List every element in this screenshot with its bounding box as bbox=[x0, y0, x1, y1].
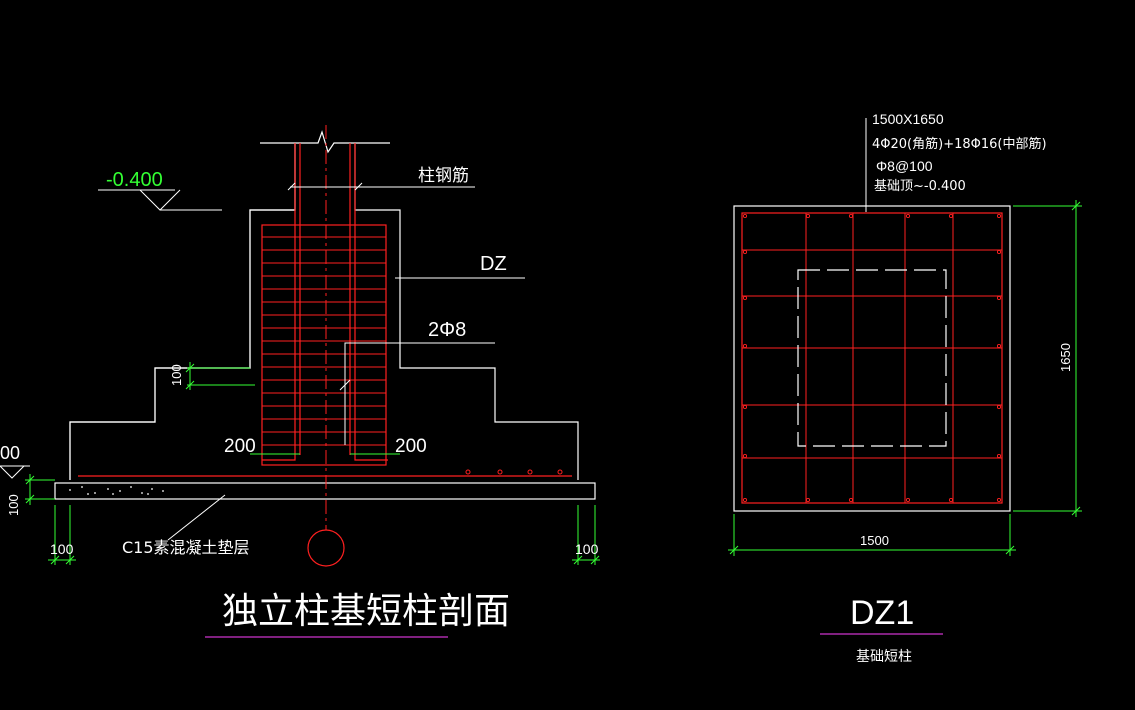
column-break-line bbox=[260, 130, 390, 154]
rebar-section-dots bbox=[465, 469, 563, 475]
plan-title: DZ1 bbox=[850, 594, 914, 632]
plan-view: 1500X1650 4Φ20(角筋)+18Φ16(中部筋) Φ8@100 基础顶… bbox=[728, 111, 1082, 665]
footing-outline bbox=[69, 143, 296, 480]
dim-100-pad: 100 bbox=[6, 494, 21, 516]
section-view: -0.400 00 柱钢筋 DZ 2Φ8 200 200 C15素混凝土垫层 bbox=[0, 125, 600, 638]
plan-rebar-grid bbox=[742, 213, 1002, 503]
plan-rebar-frame bbox=[741, 212, 1003, 504]
axis-bubble bbox=[307, 529, 345, 567]
plan-column-dashed bbox=[797, 269, 947, 447]
column-rebar-label: 柱钢筋 bbox=[418, 166, 469, 186]
dim-200-left: 200 bbox=[224, 436, 256, 457]
leader-lines bbox=[167, 186, 525, 541]
stirrup-cage bbox=[261, 224, 387, 466]
elevation-label: -0.400 bbox=[106, 169, 163, 191]
plan-dim-height: 1650 bbox=[1058, 343, 1073, 372]
elevation-symbol bbox=[98, 189, 222, 211]
plan-dimension-lines bbox=[728, 200, 1082, 556]
note-main-rebar: 4Φ20(角筋)+18Φ16(中部筋) bbox=[872, 136, 1047, 152]
column-rebar-verticals bbox=[262, 143, 388, 461]
dim-200-right: 200 bbox=[395, 436, 427, 457]
elevation-label-left: 00 bbox=[0, 443, 20, 463]
stirrup-label: 2Φ8 bbox=[428, 319, 466, 341]
pad-label: C15素混凝土垫层 bbox=[122, 538, 250, 557]
note-size: 1500X1650 bbox=[872, 111, 944, 127]
plan-outline bbox=[733, 205, 1011, 512]
dim-100-bottom-right: 100 bbox=[575, 541, 599, 557]
pad-hatch-dots bbox=[69, 486, 164, 495]
green-dimension-lines bbox=[25, 362, 600, 565]
elevation-symbol-left bbox=[0, 465, 30, 479]
plan-dim-width: 1500 bbox=[860, 533, 889, 548]
leader-ticks bbox=[287, 182, 363, 391]
dim-100-step: 100 bbox=[169, 364, 184, 386]
note-top-elevation: 基础顶~-0.400 bbox=[874, 179, 966, 194]
c15-cushion-pad bbox=[54, 482, 596, 500]
plan-subtitle: 基础短柱 bbox=[856, 648, 912, 665]
dim-100-bottom-left: 100 bbox=[50, 541, 74, 557]
section-title: 独立柱基短柱剖面 bbox=[222, 591, 510, 632]
plan-rebar-dots bbox=[742, 213, 1002, 503]
note-stirrup: Φ8@100 bbox=[876, 158, 933, 174]
dz-label: DZ bbox=[480, 253, 507, 275]
stirrup-lines bbox=[262, 236, 386, 446]
footing-outline-path bbox=[69, 143, 579, 480]
